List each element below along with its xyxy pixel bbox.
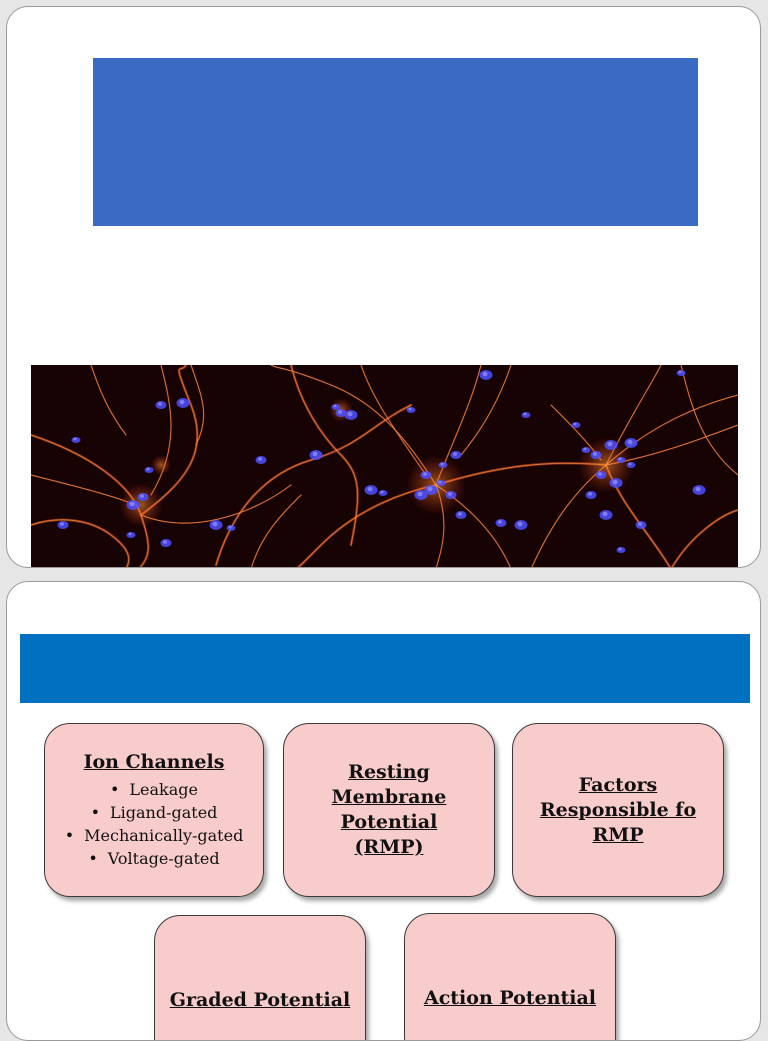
- card-title: Factors Responsible fo RMP: [539, 773, 697, 846]
- title-placeholder-box: [93, 58, 698, 226]
- topic-card-rmp[interactable]: Resting Membrane Potential (RMP): [283, 723, 495, 897]
- neuron-micrograph-image: [31, 365, 738, 567]
- topic-card-graded-potential[interactable]: Graded Potential: [154, 915, 366, 1040]
- list-item: Leakage: [65, 778, 244, 801]
- list-item: Voltage-gated: [65, 847, 244, 870]
- ion-channel-list: Leakage Ligand-gated Mechanically-gated …: [65, 778, 244, 870]
- topic-card-action-potential[interactable]: Action Potential: [404, 913, 616, 1040]
- list-item: Mechanically-gated: [65, 824, 243, 847]
- topic-card-rmp-factors[interactable]: Factors Responsible fo RMP: [512, 723, 724, 897]
- header-bar: [20, 634, 750, 703]
- list-item: Ligand-gated: [65, 801, 244, 824]
- card-title: Ion Channels: [83, 751, 225, 773]
- slide-1: [6, 6, 761, 568]
- slide-2: Ion Channels Leakage Ligand-gated Mechan…: [6, 581, 761, 1041]
- card-title: Resting Membrane Potential (RMP): [331, 761, 447, 858]
- card-title: Action Potential: [423, 987, 597, 1009]
- card-title: Graded Potential: [169, 989, 351, 1011]
- topic-card-ion-channels[interactable]: Ion Channels Leakage Ligand-gated Mechan…: [44, 723, 264, 897]
